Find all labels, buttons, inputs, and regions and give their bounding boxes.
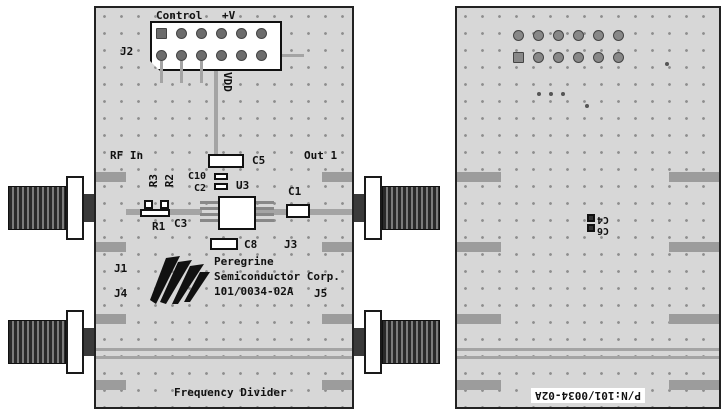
header-pin <box>573 30 584 41</box>
pad-strip <box>457 172 501 182</box>
label-part-number: 101/0034-02A <box>214 285 294 298</box>
peregrine-logo-icon <box>150 256 210 304</box>
ic-u3 <box>218 196 256 230</box>
label-company-line2: Semiconductor Corp. <box>214 270 340 283</box>
header-pin <box>533 52 544 63</box>
header-pin <box>256 50 267 61</box>
pad-strip <box>96 172 126 182</box>
label-c10: C10 <box>188 171 207 182</box>
label-company-line1: Peregrine <box>214 255 274 268</box>
header-pin <box>236 50 247 61</box>
resistor-r2 <box>160 200 169 209</box>
label-mirrored-part-number: P/N:101/0034-02A <box>531 388 645 403</box>
pad-strip <box>669 172 719 182</box>
ic-leads <box>256 201 274 225</box>
header-lead <box>282 54 304 57</box>
pad-strip <box>96 314 126 324</box>
label-c2: C2 <box>194 183 207 194</box>
via <box>549 92 553 96</box>
header-pin <box>613 52 624 63</box>
label-j2: J2 <box>120 45 134 58</box>
label-j4: J4 <box>114 287 128 300</box>
header-pin <box>513 30 524 41</box>
label-c8: C8 <box>244 238 258 251</box>
capacitor-c5 <box>208 154 244 168</box>
label-vplus: +V <box>222 9 236 22</box>
capacitor-c8 <box>210 238 238 250</box>
ground-bar <box>96 356 352 359</box>
label-j5: J5 <box>314 287 328 300</box>
label-vdd: VDD <box>221 72 234 92</box>
capacitor-c1 <box>286 204 310 218</box>
pad-strip <box>669 380 719 390</box>
pad-strip <box>322 242 352 252</box>
label-c3: C3 <box>174 217 188 230</box>
label-c1: C1 <box>288 185 302 198</box>
header-lead <box>180 61 183 83</box>
pad-strip <box>457 242 501 252</box>
pad-strip <box>457 314 501 324</box>
capacitor-c10 <box>214 173 228 180</box>
vdd-trace <box>214 58 218 154</box>
label-control: Control <box>156 9 203 22</box>
label-r2: R2 <box>163 174 176 188</box>
header-pin <box>533 30 544 41</box>
pcb-bottom-side: C4 C6 P/N:101/0034-02A <box>455 6 721 409</box>
label-c4: C4 <box>597 214 610 225</box>
pad-strip <box>322 380 352 390</box>
header-pin <box>236 28 247 39</box>
via <box>585 104 589 108</box>
via <box>665 62 669 66</box>
header-pin <box>176 50 187 61</box>
header-pin <box>216 50 227 61</box>
label-j1: J1 <box>114 262 128 275</box>
header-pin <box>156 28 167 39</box>
header-pin <box>176 28 187 39</box>
label-out1: Out 1 <box>304 149 338 162</box>
label-j3: J3 <box>284 238 298 251</box>
pad-strip <box>96 242 126 252</box>
ic-leads <box>200 201 218 225</box>
header-pin <box>513 52 524 63</box>
pad-strip <box>96 380 126 390</box>
via <box>537 92 541 96</box>
header-pin <box>196 50 207 61</box>
label-c6: C6 <box>597 225 610 236</box>
header-lead <box>160 61 163 83</box>
ground-bar <box>96 348 352 351</box>
pad-strip <box>457 380 501 390</box>
label-footer: Frequency Divider <box>174 386 287 399</box>
pad-strip <box>669 242 719 252</box>
label-u3: U3 <box>236 179 250 192</box>
pad-strip <box>322 314 352 324</box>
header-pin <box>553 52 564 63</box>
header-pin <box>553 30 564 41</box>
header-pin <box>613 30 624 41</box>
ground-bar <box>457 356 719 359</box>
pad-strip <box>322 172 352 182</box>
label-c5: C5 <box>252 154 266 167</box>
label-rf-in: RF In <box>110 149 144 162</box>
ground-bar <box>457 348 719 351</box>
header-pin <box>156 50 167 61</box>
resistor-r3 <box>144 200 153 209</box>
capacitor-c6 <box>587 224 595 232</box>
header-pin <box>573 52 584 63</box>
header-pin <box>216 28 227 39</box>
header-pin <box>593 52 604 63</box>
via <box>561 92 565 96</box>
header-pin <box>196 28 207 39</box>
label-r3: R3 <box>147 174 160 188</box>
capacitor-c2 <box>214 183 228 190</box>
resistor-r1 <box>140 209 170 217</box>
label-r1: R1 <box>152 220 166 233</box>
pcb-top-side: Control +V J2 VDD RF In Out 1 R3 R2 R1 C… <box>94 6 354 409</box>
header-lead <box>200 61 203 83</box>
capacitor-c4 <box>587 214 595 222</box>
header-pin <box>256 28 267 39</box>
pad-strip <box>669 314 719 324</box>
header-pin <box>593 30 604 41</box>
